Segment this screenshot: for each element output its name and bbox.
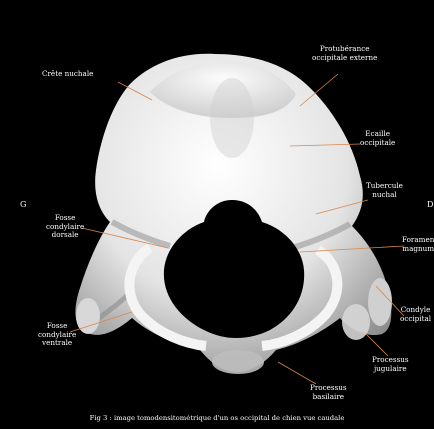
label-foramen: Foramen magnum — [402, 236, 434, 253]
left-side-marker: G — [20, 200, 26, 209]
label-condyle: Condyle occipital — [400, 306, 431, 323]
label-ecaille: Ecaille occipitale — [360, 130, 395, 147]
basilar-process — [212, 350, 264, 374]
right-condyle-tip — [368, 278, 392, 326]
label-protuberance: Protubérance occipitale externe — [312, 45, 377, 62]
label-processus-basilaire: Processus basilaire — [310, 384, 347, 401]
leader-jugulaire — [366, 334, 388, 356]
protuberance-shading — [210, 78, 254, 158]
label-fosse-dorsale: Fosse condylaire dorsale — [46, 214, 84, 240]
label-tubercule: Tubercule nuchal — [366, 182, 403, 199]
leader-basilaire — [278, 362, 316, 384]
label-crete-nuchale: Crête nuchale — [42, 70, 93, 79]
right-side-marker: D — [427, 200, 433, 209]
label-processus-jugulaire: Processus jugulaire — [372, 356, 409, 373]
figure-caption: Fig 3 : image tomodensitométrique d'un o… — [0, 414, 434, 422]
label-fosse-ventrale: Fosse condylaire ventrale — [38, 322, 76, 348]
jugular-process — [342, 304, 370, 340]
